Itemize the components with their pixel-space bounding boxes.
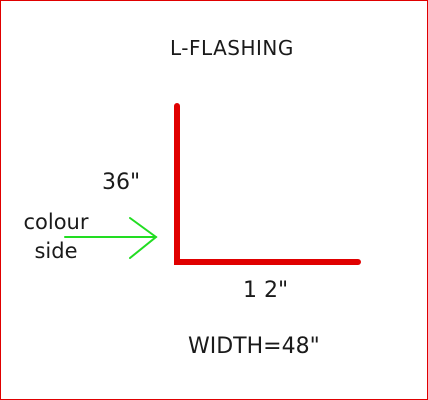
- l-flashing-profile: [174, 103, 361, 265]
- colour-side-label-line1: colour: [23, 210, 89, 234]
- diagram-title: L-FLASHING: [170, 36, 294, 60]
- colour-side-label: colour side: [18, 208, 94, 266]
- horizontal-leg-dimension: 1 2": [243, 278, 289, 303]
- vertical-leg-dimension: 36": [102, 170, 141, 195]
- arrow-head: [129, 217, 158, 259]
- width-note: WIDTH=48": [188, 334, 320, 359]
- colour-side-arrow: [64, 217, 158, 259]
- colour-side-label-line2: side: [34, 239, 78, 263]
